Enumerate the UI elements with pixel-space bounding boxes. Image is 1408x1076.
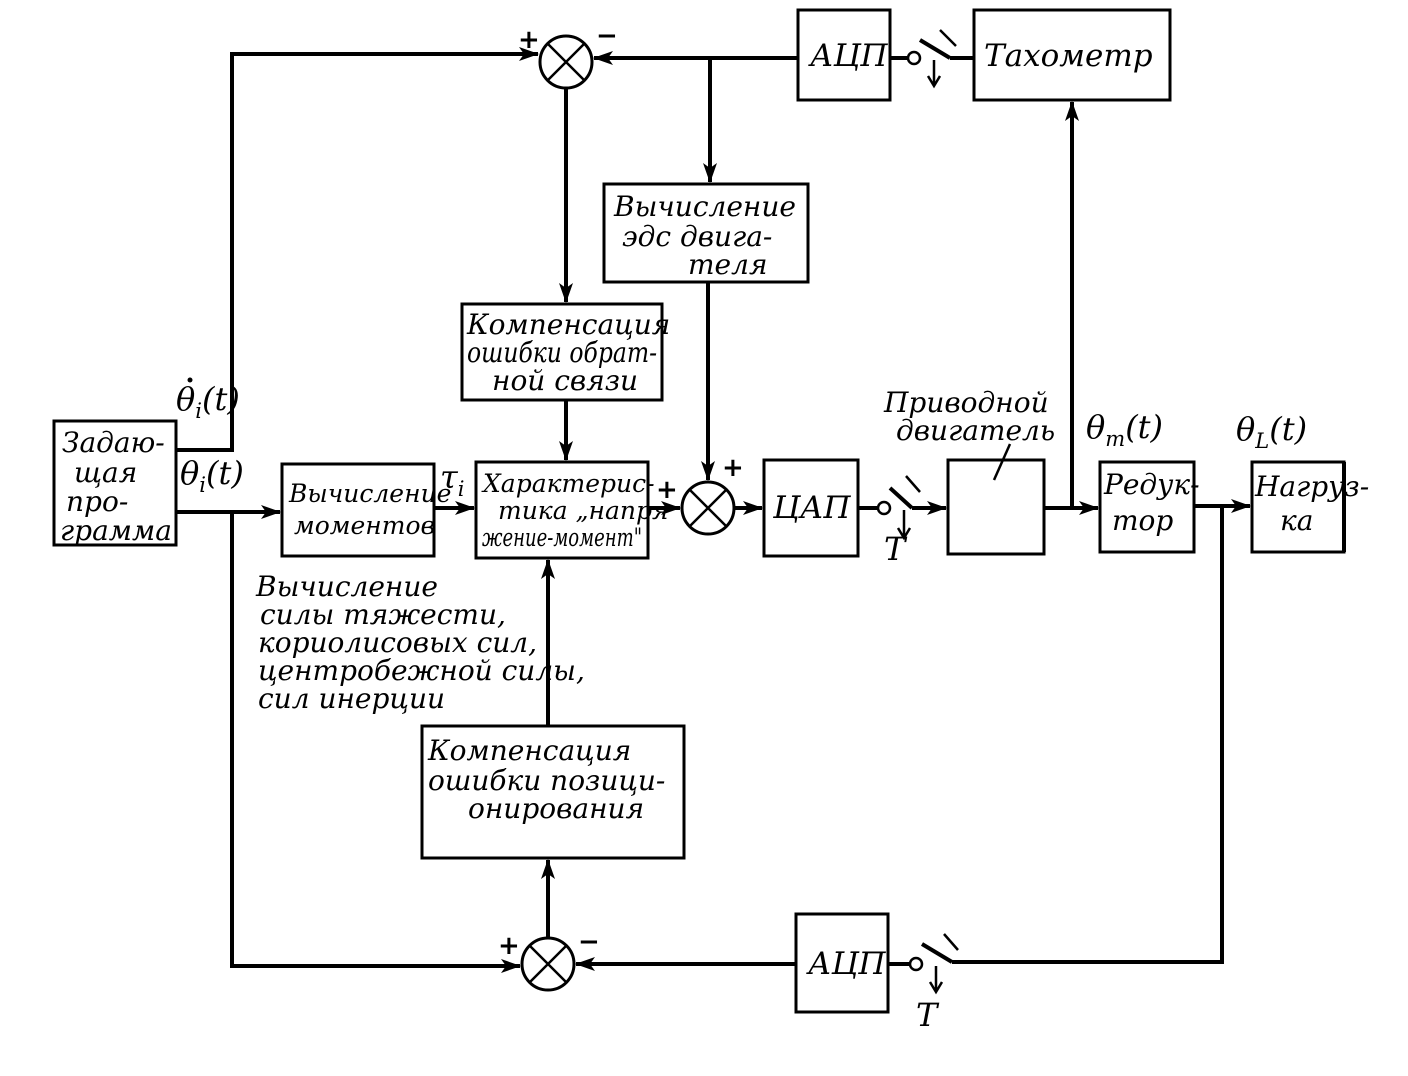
program-block-line2: щая — [74, 456, 137, 489]
wire-reference-to-bottom-junction — [230, 512, 521, 973]
reducer-block: Редук- тор — [1098, 460, 1200, 554]
theta-i-label: θi(t) — [180, 454, 244, 497]
dac-block: ЦАП — [762, 458, 860, 558]
load-line1: Нагруз- — [1254, 470, 1369, 503]
forces-line5: сил инерции — [258, 682, 445, 715]
middle-plus-left-sign: + — [656, 475, 678, 505]
tau-i-label: τi — [440, 458, 464, 501]
top-plus-sign: + — [518, 25, 540, 55]
adc-top-label: АЦП — [808, 38, 889, 74]
program-block-line1: Задаю- — [62, 426, 165, 459]
emf-block-line1: Вычисление — [613, 190, 796, 223]
characteristic-line2: тика „напря — [498, 496, 669, 525]
feedback-comp-line1: Компенсация — [466, 308, 670, 341]
forces-line2: силы тяжести, — [260, 598, 506, 631]
program-block: Задаю- щая про- грамма — [52, 419, 178, 547]
feedback-comp-line3: ной связи — [492, 364, 638, 397]
adc-bottom-block: АЦП — [794, 912, 890, 1014]
characteristic-line1: Характерис- — [481, 469, 655, 498]
reducer-line1: Редук- — [1103, 468, 1200, 501]
svg-text:θi(t): θi(t) — [176, 380, 240, 423]
tachometer-label: Тахометр — [984, 38, 1153, 74]
emf-block-line3: теля — [688, 248, 768, 281]
bottom-minus-sign: − — [578, 927, 600, 957]
feedback-comp-line2: ошибки обрат- — [467, 336, 657, 369]
motor-emf-computation-block: Вычисление эдс двига- теля — [602, 182, 810, 284]
middle-plus-top-sign: + — [722, 453, 744, 483]
sampling-period-dac: T — [884, 530, 908, 568]
svg-text:τi: τi — [440, 458, 464, 501]
emf-block-line2: эдс двига- — [622, 220, 772, 253]
svg-text:θL(t): θL(t) — [1236, 410, 1307, 453]
forces-line1: Вычисление — [255, 570, 438, 603]
summing-junction-bottom: + − — [498, 927, 600, 992]
torque-block-line2: моментов — [294, 511, 435, 540]
drive-motor-label: Приводной двигатель — [883, 386, 1055, 481]
program-block-line4: грамма — [60, 514, 172, 547]
load-block: Нагруз- ка — [1250, 460, 1369, 554]
bottom-plus-sign: + — [498, 931, 520, 961]
sampling-switch-bottom: T — [908, 933, 959, 1034]
forces-line3: кориолисовых сил, — [258, 626, 537, 659]
reducer-line2: тор — [1112, 504, 1173, 537]
load-line2: ка — [1280, 504, 1313, 537]
dac-label: ЦАП — [772, 490, 852, 526]
sampling-switch-dac: T — [876, 475, 921, 568]
drive-motor-label-line2: двигатель — [896, 414, 1055, 447]
summing-junction-top: + − — [518, 21, 618, 90]
position-comp-line3: онирования — [468, 792, 644, 825]
summing-junction-middle: + + — [656, 453, 744, 536]
top-minus-sign: − — [596, 21, 618, 51]
theta-l-label: θL(t) — [1236, 410, 1307, 453]
forces-line4: центробежной силы, — [258, 654, 585, 687]
forces-computation-label: Вычисление силы тяжести, кориолисовых си… — [255, 570, 585, 715]
program-block-line3: про- — [66, 485, 128, 518]
feedback-error-compensation-block: Компенсация ошибки обрат- ной связи — [460, 302, 670, 402]
svg-text:θm(t): θm(t) — [1086, 408, 1163, 451]
svg-text:θi(t): θi(t) — [180, 454, 244, 497]
position-comp-line2: ошибки позици- — [428, 764, 665, 797]
wire-velocity-reference — [176, 47, 539, 452]
drive-motor-label-line1: Приводной — [883, 386, 1049, 419]
sampling-period-adc: T — [916, 996, 940, 1034]
adc-bottom-label: АЦП — [806, 946, 887, 982]
tachometer-block: Тахометр — [972, 8, 1172, 102]
position-comp-line1: Компенсация — [427, 734, 631, 767]
torque-computation-block: Вычисление моментов — [280, 462, 451, 558]
position-error-compensation-block: Компенсация ошибки позици- онирования — [420, 724, 686, 860]
wire-load-position-feedback — [952, 506, 1224, 964]
torque-block-line1: Вычисление — [288, 479, 451, 508]
theta-m-label: θm(t) — [1086, 408, 1163, 451]
theta-dot-label: θi(t) — [176, 377, 240, 423]
characteristic-line3: жение-момент" — [482, 523, 642, 552]
sampling-switch-top — [906, 29, 957, 89]
adc-top-block: АЦП — [796, 8, 892, 102]
voltage-torque-characteristic-block: Характерис- тика „напря жение-момент" — [474, 460, 669, 560]
